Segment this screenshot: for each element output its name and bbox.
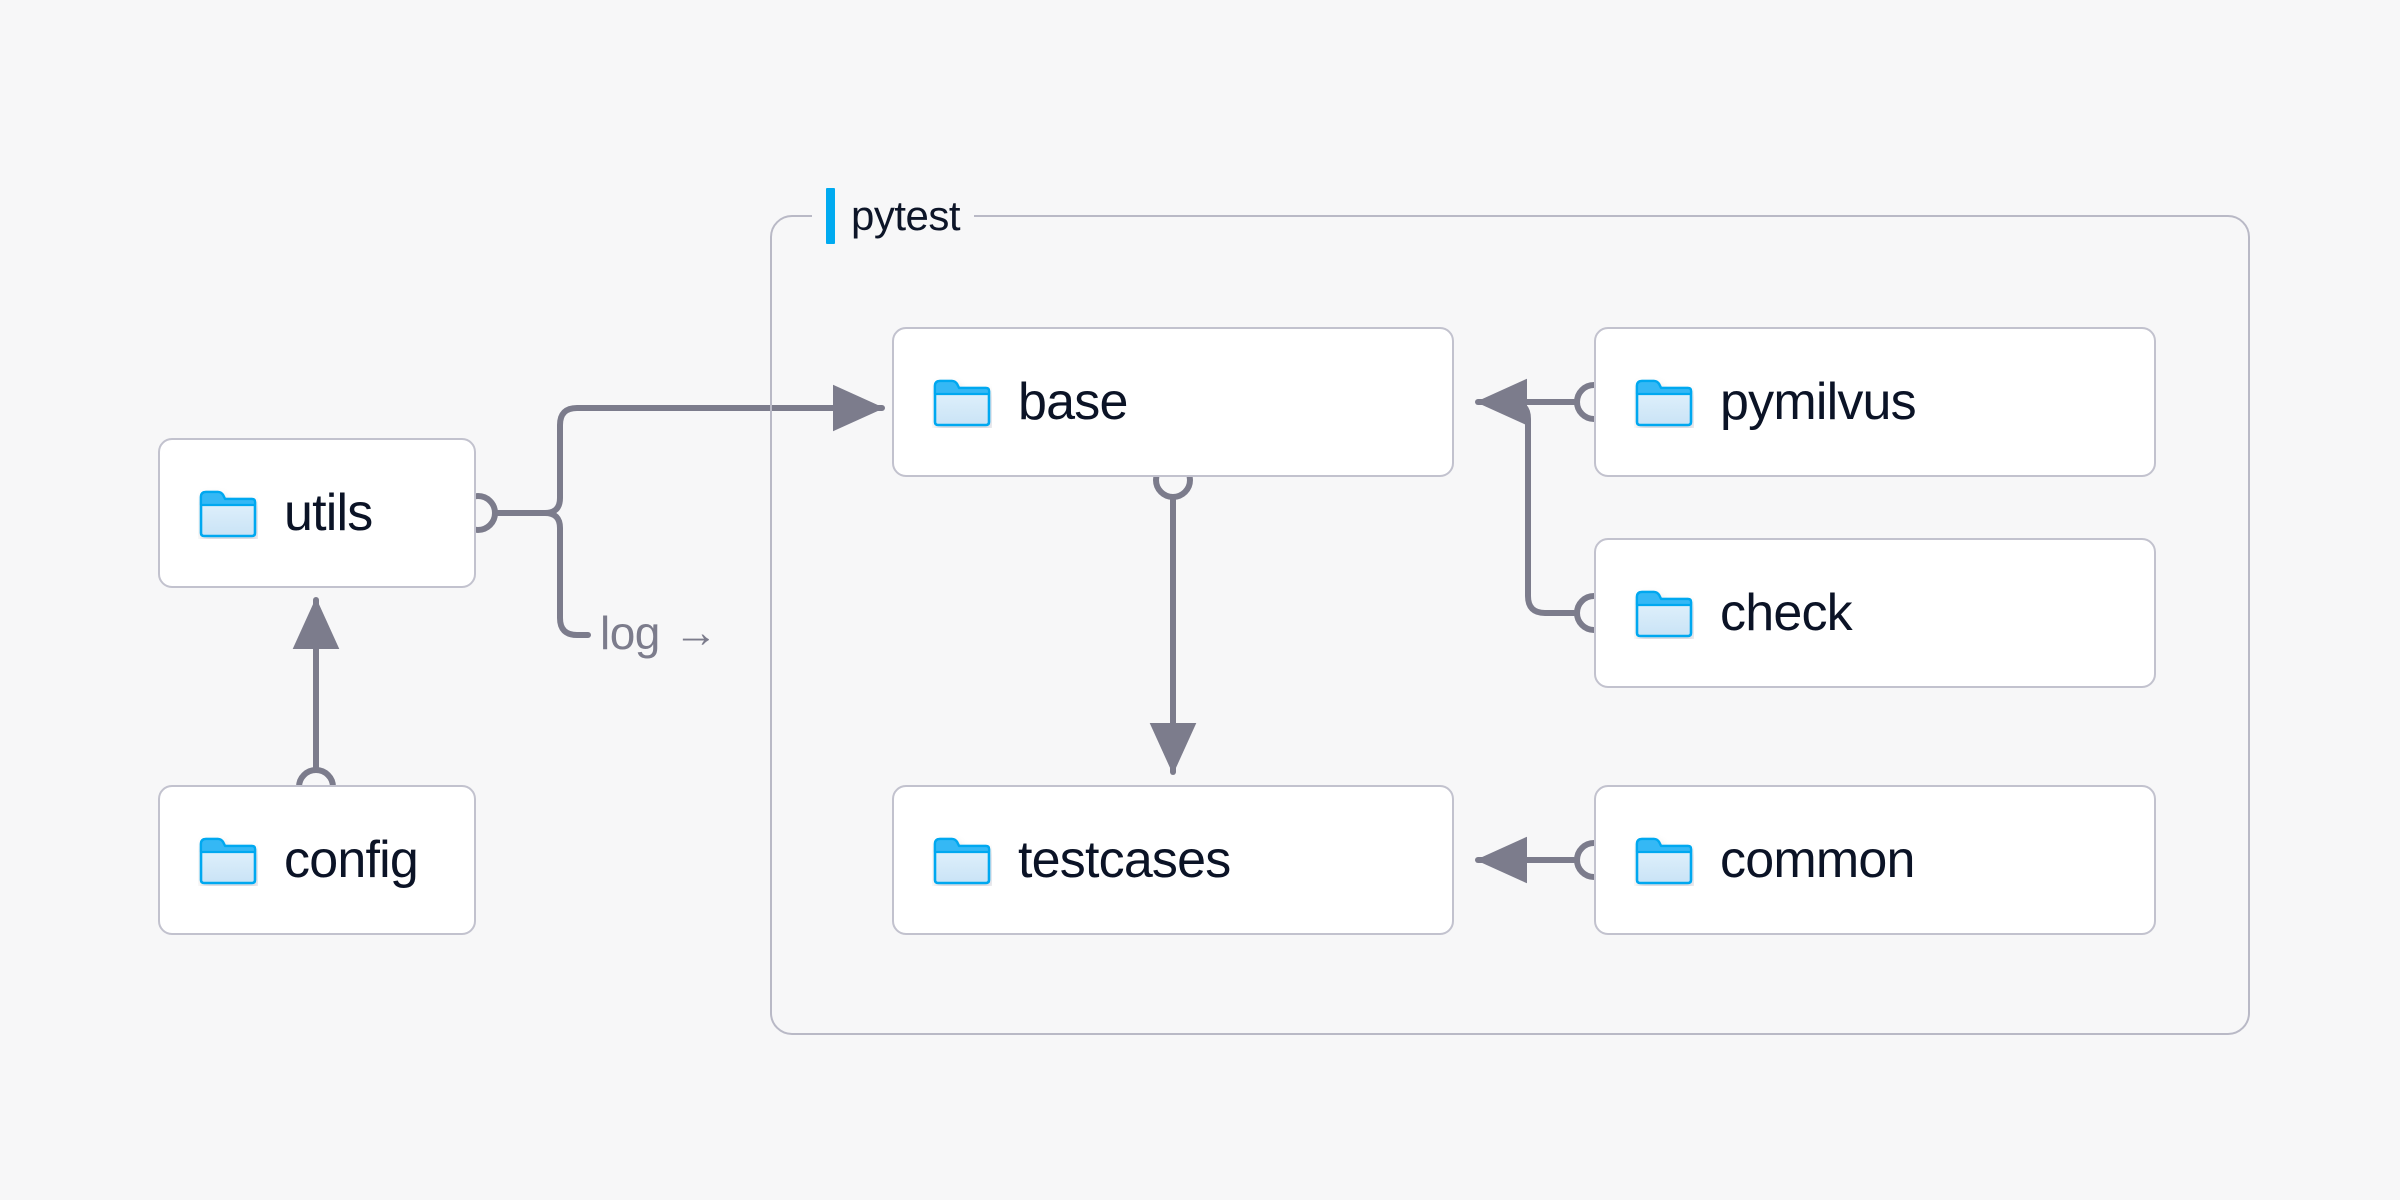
node-label: pymilvus — [1720, 373, 1917, 431]
group-title: pytest — [851, 192, 961, 239]
node-config[interactable]: config — [158, 785, 476, 935]
node-base[interactable]: base — [892, 327, 1454, 477]
node-common[interactable]: common — [1594, 785, 2156, 935]
node-label: config — [284, 831, 419, 889]
node-label: utils — [284, 484, 373, 542]
arrow-right-icon: → — [673, 608, 718, 657]
folder-icon — [199, 837, 257, 885]
folder-icon — [199, 490, 257, 538]
group-pytest[interactable] — [770, 215, 2250, 1035]
edge-label-text: log — [600, 607, 660, 659]
node-label: common — [1720, 831, 1915, 889]
node-utils[interactable]: utils — [158, 438, 476, 588]
node-pymilvus[interactable]: pymilvus — [1594, 327, 2156, 477]
folder-icon — [1635, 379, 1693, 427]
node-check[interactable]: check — [1594, 538, 2156, 688]
group-pytest-label: pytest — [812, 188, 975, 244]
accent-bar-icon — [826, 188, 835, 244]
node-label: base — [1018, 373, 1128, 431]
node-label: check — [1720, 584, 1853, 642]
edge-label-log: log → — [600, 606, 718, 660]
folder-icon — [933, 379, 991, 427]
node-label: testcases — [1018, 831, 1231, 889]
folder-icon — [1635, 837, 1693, 885]
edge-utils-to-log — [542, 510, 591, 638]
folder-icon — [933, 837, 991, 885]
node-testcases[interactable]: testcases — [892, 785, 1454, 935]
folder-icon — [1635, 590, 1693, 638]
